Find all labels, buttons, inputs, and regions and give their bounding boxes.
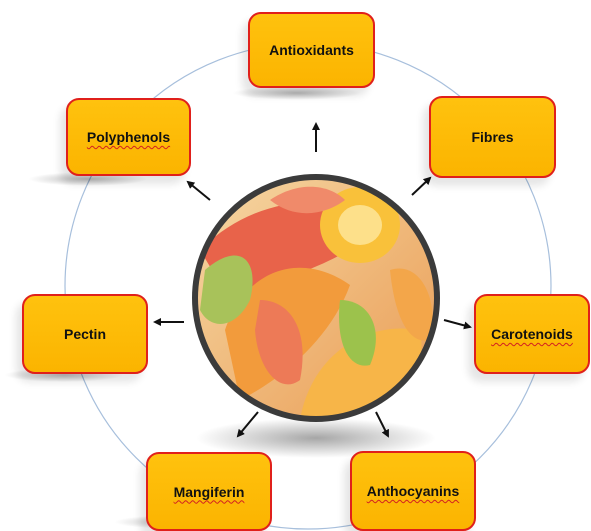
box-fibres: Fibres xyxy=(429,96,556,178)
arrow-fibres xyxy=(412,178,430,195)
box-carotenoids: Carotenoids xyxy=(474,294,590,374)
box-label: Pectin xyxy=(64,326,106,342)
arrow-carotenoids xyxy=(444,320,470,327)
arrow-polyphenols xyxy=(188,182,210,200)
box-shadow xyxy=(232,86,362,100)
box-label: Fibres xyxy=(471,129,513,145)
mango-peels-image xyxy=(190,172,442,430)
box-antioxidants: Antioxidants xyxy=(248,12,375,88)
box-label: Anthocyanins xyxy=(367,483,460,499)
box-polyphenols: Polyphenols xyxy=(66,98,191,176)
box-label: Antioxidants xyxy=(269,42,354,58)
box-label: Mangiferin xyxy=(174,484,245,500)
box-label: Carotenoids xyxy=(491,326,573,342)
box-anthocyanins: Anthocyanins xyxy=(350,451,476,531)
box-pectin: Pectin xyxy=(22,294,148,374)
box-mangiferin: Mangiferin xyxy=(146,452,272,531)
box-label: Polyphenols xyxy=(87,129,170,145)
